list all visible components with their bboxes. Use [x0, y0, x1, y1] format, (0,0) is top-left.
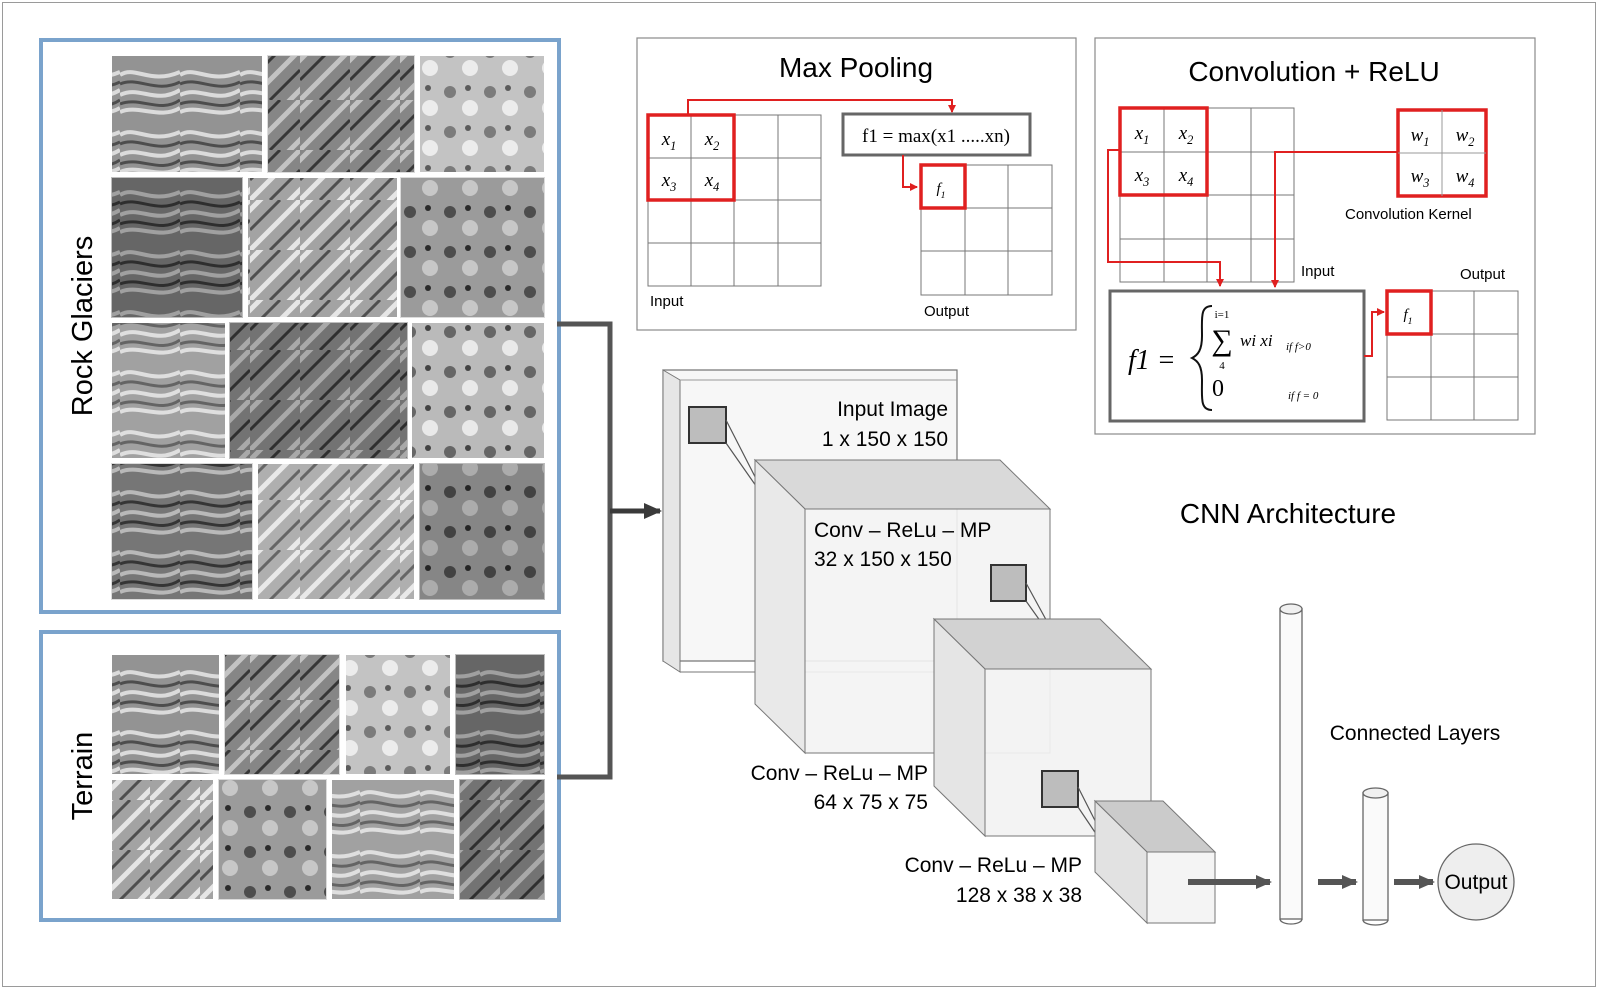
fully-connected-layer-1: [1279, 603, 1303, 925]
max-pooling-box: Max Pooling x1 x2 x3 x4 Input f1 = max(x…: [636, 37, 1077, 331]
conv-cell-x2: x2: [1178, 123, 1194, 147]
satellite-image-tile: [110, 321, 227, 460]
convolution-box: Convolution + ReLU x1 x2 x3 x4 Input w1 …: [1094, 37, 1536, 435]
layer1-name: Conv – ReLu – MP: [814, 519, 991, 542]
mp-output-f1: f1: [936, 181, 945, 201]
condition-zero: if f = 0: [1288, 390, 1319, 402]
satellite-image-shade: [411, 322, 545, 459]
sigma-symbol: ∑: [1211, 324, 1232, 357]
kernel-w1: w1: [1411, 125, 1430, 149]
satellite-image-tile: [246, 176, 399, 319]
mp-input-label: Input: [650, 293, 684, 310]
satellite-image-tile: [330, 778, 456, 901]
rock-glaciers-panel: Rock Glaciers: [39, 38, 561, 614]
layer1-caption-name: Conv – ReLu – MP: [751, 762, 928, 785]
mp-cell-x1: x1: [661, 129, 677, 153]
satellite-image-shade: [345, 654, 451, 775]
satellite-image-tile: [110, 778, 215, 901]
conv-cell-x4: x4: [1178, 165, 1194, 189]
layer1-dims: 32 x 150 x 150: [814, 548, 952, 571]
terrain-label: Terrain: [67, 732, 99, 821]
terrain-image-grid: [110, 653, 546, 901]
sum-lower: 4: [1219, 360, 1225, 372]
cnn-architecture: CNN Architecture Input Image 1 x 150 x 1…: [662, 369, 1515, 926]
sum-upper: i=1: [1215, 309, 1230, 321]
max-pooling-title: Max Pooling: [779, 52, 933, 83]
satellite-image-shade: [419, 55, 545, 173]
mp-cell-x2: x2: [704, 129, 720, 153]
layer1-caption-dims: 64 x 75 x 75: [814, 791, 928, 814]
layer3-dims: 128 x 38 x 38: [956, 884, 1082, 907]
output-node: Output: [1437, 843, 1515, 921]
output-node-label: Output: [1444, 871, 1507, 894]
satellite-image-shade: [459, 779, 545, 900]
satellite-image-tile: [410, 321, 546, 460]
kernel-w3: w3: [1411, 166, 1430, 190]
satellite-image-shade: [224, 654, 340, 775]
satellite-image-tile: [454, 653, 546, 776]
kernel-w4: w4: [1456, 166, 1475, 190]
satellite-image-shade: [267, 55, 415, 173]
satellite-image-tile: [418, 462, 546, 601]
satellite-image-shade: [419, 463, 545, 600]
satellite-image-tile: [110, 653, 221, 776]
satellite-image-shade: [111, 463, 253, 600]
conv-output-f1: f1: [1403, 307, 1412, 327]
satellite-image-tile: [110, 176, 244, 319]
satellite-image-tile: [223, 653, 341, 776]
satellite-image-shade: [229, 322, 408, 459]
pooling-window: [646, 113, 736, 202]
satellite-image-tile: [110, 462, 254, 601]
satellite-image-tile: [110, 54, 264, 174]
satellite-image-tile: [344, 653, 452, 776]
max-pooling-formula: f1 = max(x1 .....xn): [862, 126, 1010, 147]
mp-output-label: Output: [924, 303, 970, 320]
mp-cell-x4: x4: [704, 170, 720, 194]
conv-cell-x3: x3: [1134, 165, 1150, 189]
terrain-panel: Terrain: [39, 630, 561, 922]
kernel-w2: w2: [1456, 125, 1475, 149]
connected-layers-label: Connected Layers: [1330, 722, 1500, 745]
kernel-label: Convolution Kernel: [1345, 206, 1472, 223]
satellite-image-shade: [400, 177, 545, 318]
satellite-image-tile: [217, 778, 328, 901]
rock-glacier-image-grid: [110, 54, 546, 601]
satellite-image-tile: [256, 462, 416, 601]
satellite-image-shade: [111, 779, 214, 900]
satellite-image-tile: [399, 176, 546, 319]
satellite-image-shade: [455, 654, 545, 775]
mp-cell-x3: x3: [661, 170, 677, 194]
convolution-title: Convolution + ReLU: [1188, 56, 1439, 87]
conv-output-label: Output: [1460, 266, 1506, 283]
merge-connector: [557, 321, 662, 780]
sum-term: wi xi: [1240, 331, 1273, 350]
layer3-name: Conv – ReLu – MP: [905, 854, 1082, 877]
fully-connected-layer-2: [1362, 787, 1389, 926]
satellite-image-tile: [458, 778, 546, 901]
satellite-image-shade: [257, 463, 415, 600]
condition-positive: if f>0: [1286, 341, 1311, 353]
satellite-image-shade: [218, 779, 327, 900]
satellite-image-shade: [247, 177, 398, 318]
satellite-image-shade: [111, 177, 243, 318]
satellite-image-shade: [111, 322, 226, 459]
conv-layer-3-block: [1093, 799, 1217, 925]
conv-cell-x1: x1: [1134, 123, 1150, 147]
architecture-title: CNN Architecture: [1180, 498, 1396, 529]
relu-formula-lhs: f1 =: [1128, 345, 1176, 376]
satellite-image-shade: [111, 55, 263, 173]
satellite-image-shade: [111, 654, 220, 775]
convolution-kernel: w1 w2 w3 w4 Convolution Kernel: [1345, 108, 1488, 223]
input-image-name: Input Image: [837, 398, 948, 421]
satellite-image-tile: [418, 54, 546, 174]
conv-input-label: Input: [1301, 263, 1335, 280]
input-image-dims: 1 x 150 x 150: [822, 428, 948, 451]
zero-value: 0: [1212, 376, 1224, 402]
satellite-image-shade: [331, 779, 455, 900]
rock-glaciers-label: Rock Glaciers: [67, 236, 99, 417]
satellite-image-tile: [266, 54, 416, 174]
satellite-image-tile: [228, 321, 409, 460]
